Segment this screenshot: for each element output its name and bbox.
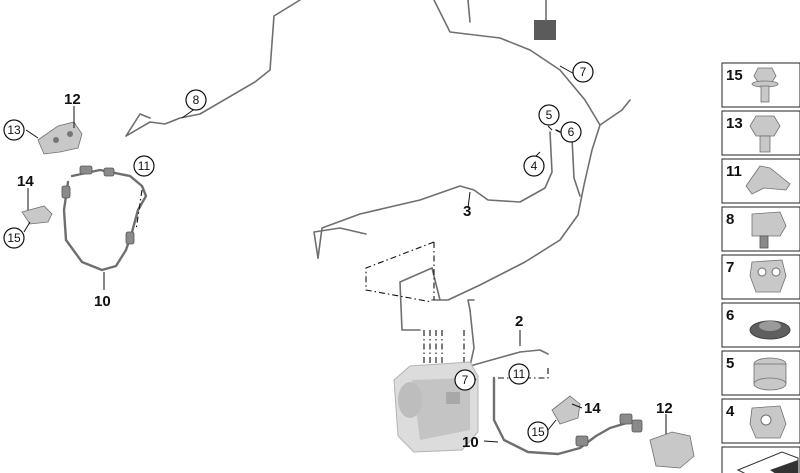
legend-item-13: 13 [721,110,800,156]
callout-14-right: 14 [584,400,601,417]
brake-hose-left-10 [62,168,148,272]
svg-text:7: 7 [726,259,734,276]
svg-text:11: 11 [138,159,151,173]
circled-callout-13: 13 [3,119,25,141]
legend-item-4: 4 [721,398,800,444]
svg-text:8: 8 [726,211,734,228]
svg-text:5: 5 [726,355,734,372]
circled-callout-8: 8 [185,89,207,111]
svg-text:13: 13 [7,123,21,137]
svg-text:11: 11 [726,163,742,180]
brake-pipe-3 [317,131,553,259]
legend-item-15: 15 [721,62,800,108]
circled-callout-11-left: 11 [133,155,155,177]
callout-3: 3 [463,203,471,220]
legend-item-5: 5 [721,350,800,396]
brake-pipes [62,0,632,456]
bracket-right-12 [649,431,695,469]
svg-text:5: 5 [546,108,553,122]
line-clamp-screw-icon [751,211,787,249]
legend-item-6: 6 [721,302,800,348]
callout-12-right: 12 [656,400,673,417]
svg-text:15: 15 [726,67,743,84]
svg-text:4: 4 [531,159,538,173]
svg-text:6: 6 [568,125,575,139]
bracket-left-mount [21,205,53,225]
brake-pipe-rear-left [125,0,301,137]
pipe-clamp-icon [753,357,787,391]
svg-text:15: 15 [7,231,21,245]
circled-callout-7-top: 7 [572,61,594,83]
callout-10-right: 10 [462,434,479,451]
svg-text:7: 7 [580,65,587,79]
callout-12-left: 12 [64,91,81,108]
svg-text:7: 7 [462,373,469,387]
brake-pipe-top-right [433,0,631,126]
bracket-right-14 [551,395,581,425]
parts-legend: 15 13 11 8 [721,62,800,473]
bracket-top-left [37,121,83,155]
bolt-flange-icon [751,67,779,103]
grommet-icon [749,320,791,340]
circled-callout-15-right: 15 [527,421,549,443]
circled-callout-11-right: 11 [508,363,530,385]
circled-callout-6: 6 [560,121,582,143]
svg-text:11: 11 [513,367,526,381]
legend-item-tag [721,446,800,473]
callout-2: 2 [515,313,523,330]
circled-callouts: 13 15 8 11 7 5 6 4 [3,61,594,443]
brake-hose-right-10 [492,376,632,456]
hex-bolt-icon [749,115,781,153]
svg-text:15: 15 [531,425,545,439]
legend-item-7: 7 [721,254,800,300]
brake-pipe-2 [469,309,549,367]
circled-callout-15-left: 15 [3,227,25,249]
circled-callout-7-lower: 7 [454,369,476,391]
svg-text:8: 8 [193,93,200,107]
pipe-clip-icon [749,405,787,439]
svg-text:6: 6 [726,307,734,324]
grommet-plate [534,20,556,40]
circled-callout-4: 4 [523,155,545,177]
svg-text:13: 13 [726,115,743,132]
brake-pipe-right-vertical [431,124,601,301]
legend-item-8: 8 [721,206,800,252]
tag-plate-icon [736,451,799,473]
callout-10-left: 10 [94,293,111,310]
brackets [21,0,695,469]
circled-callout-5: 5 [538,104,560,126]
callout-14-left: 14 [17,173,34,190]
bracket-clip-icon [745,165,791,195]
double-pipe-clip-icon [749,259,787,293]
bold-callouts: 12 14 10 3 2 14 12 10 [17,91,673,451]
legend-item-11: 11 [721,158,800,204]
svg-text:4: 4 [726,403,735,420]
